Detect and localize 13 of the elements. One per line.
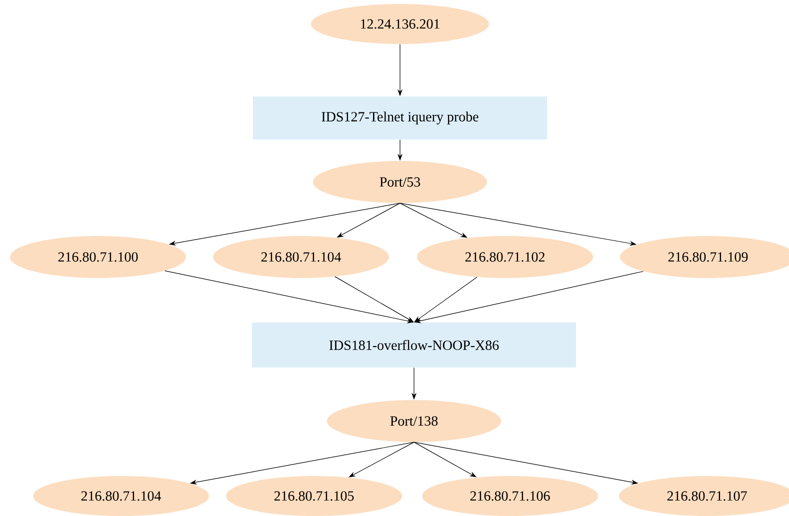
ellipse-node: 216.80.71.104	[213, 236, 389, 278]
ellipse-node: 216.80.71.106	[422, 476, 598, 516]
process-box: IDS181-overflow-NOOP-X86	[252, 322, 576, 368]
arrow	[334, 276, 414, 322]
ellipse-node: 216.80.71.104	[33, 476, 209, 516]
ellipse-node: 216.80.71.105	[226, 476, 402, 516]
ellipse-node: Port/138	[327, 400, 501, 442]
process-box: IDS127-Telnet iquery probe	[253, 96, 547, 140]
ellipse-node: 216.80.71.102	[417, 236, 593, 278]
ellipse-node: Port/53	[313, 161, 487, 203]
ellipse-node: 216.80.71.100	[10, 236, 186, 278]
ellipse-node: 12.24.136.201	[311, 4, 489, 44]
arrow	[414, 276, 478, 322]
